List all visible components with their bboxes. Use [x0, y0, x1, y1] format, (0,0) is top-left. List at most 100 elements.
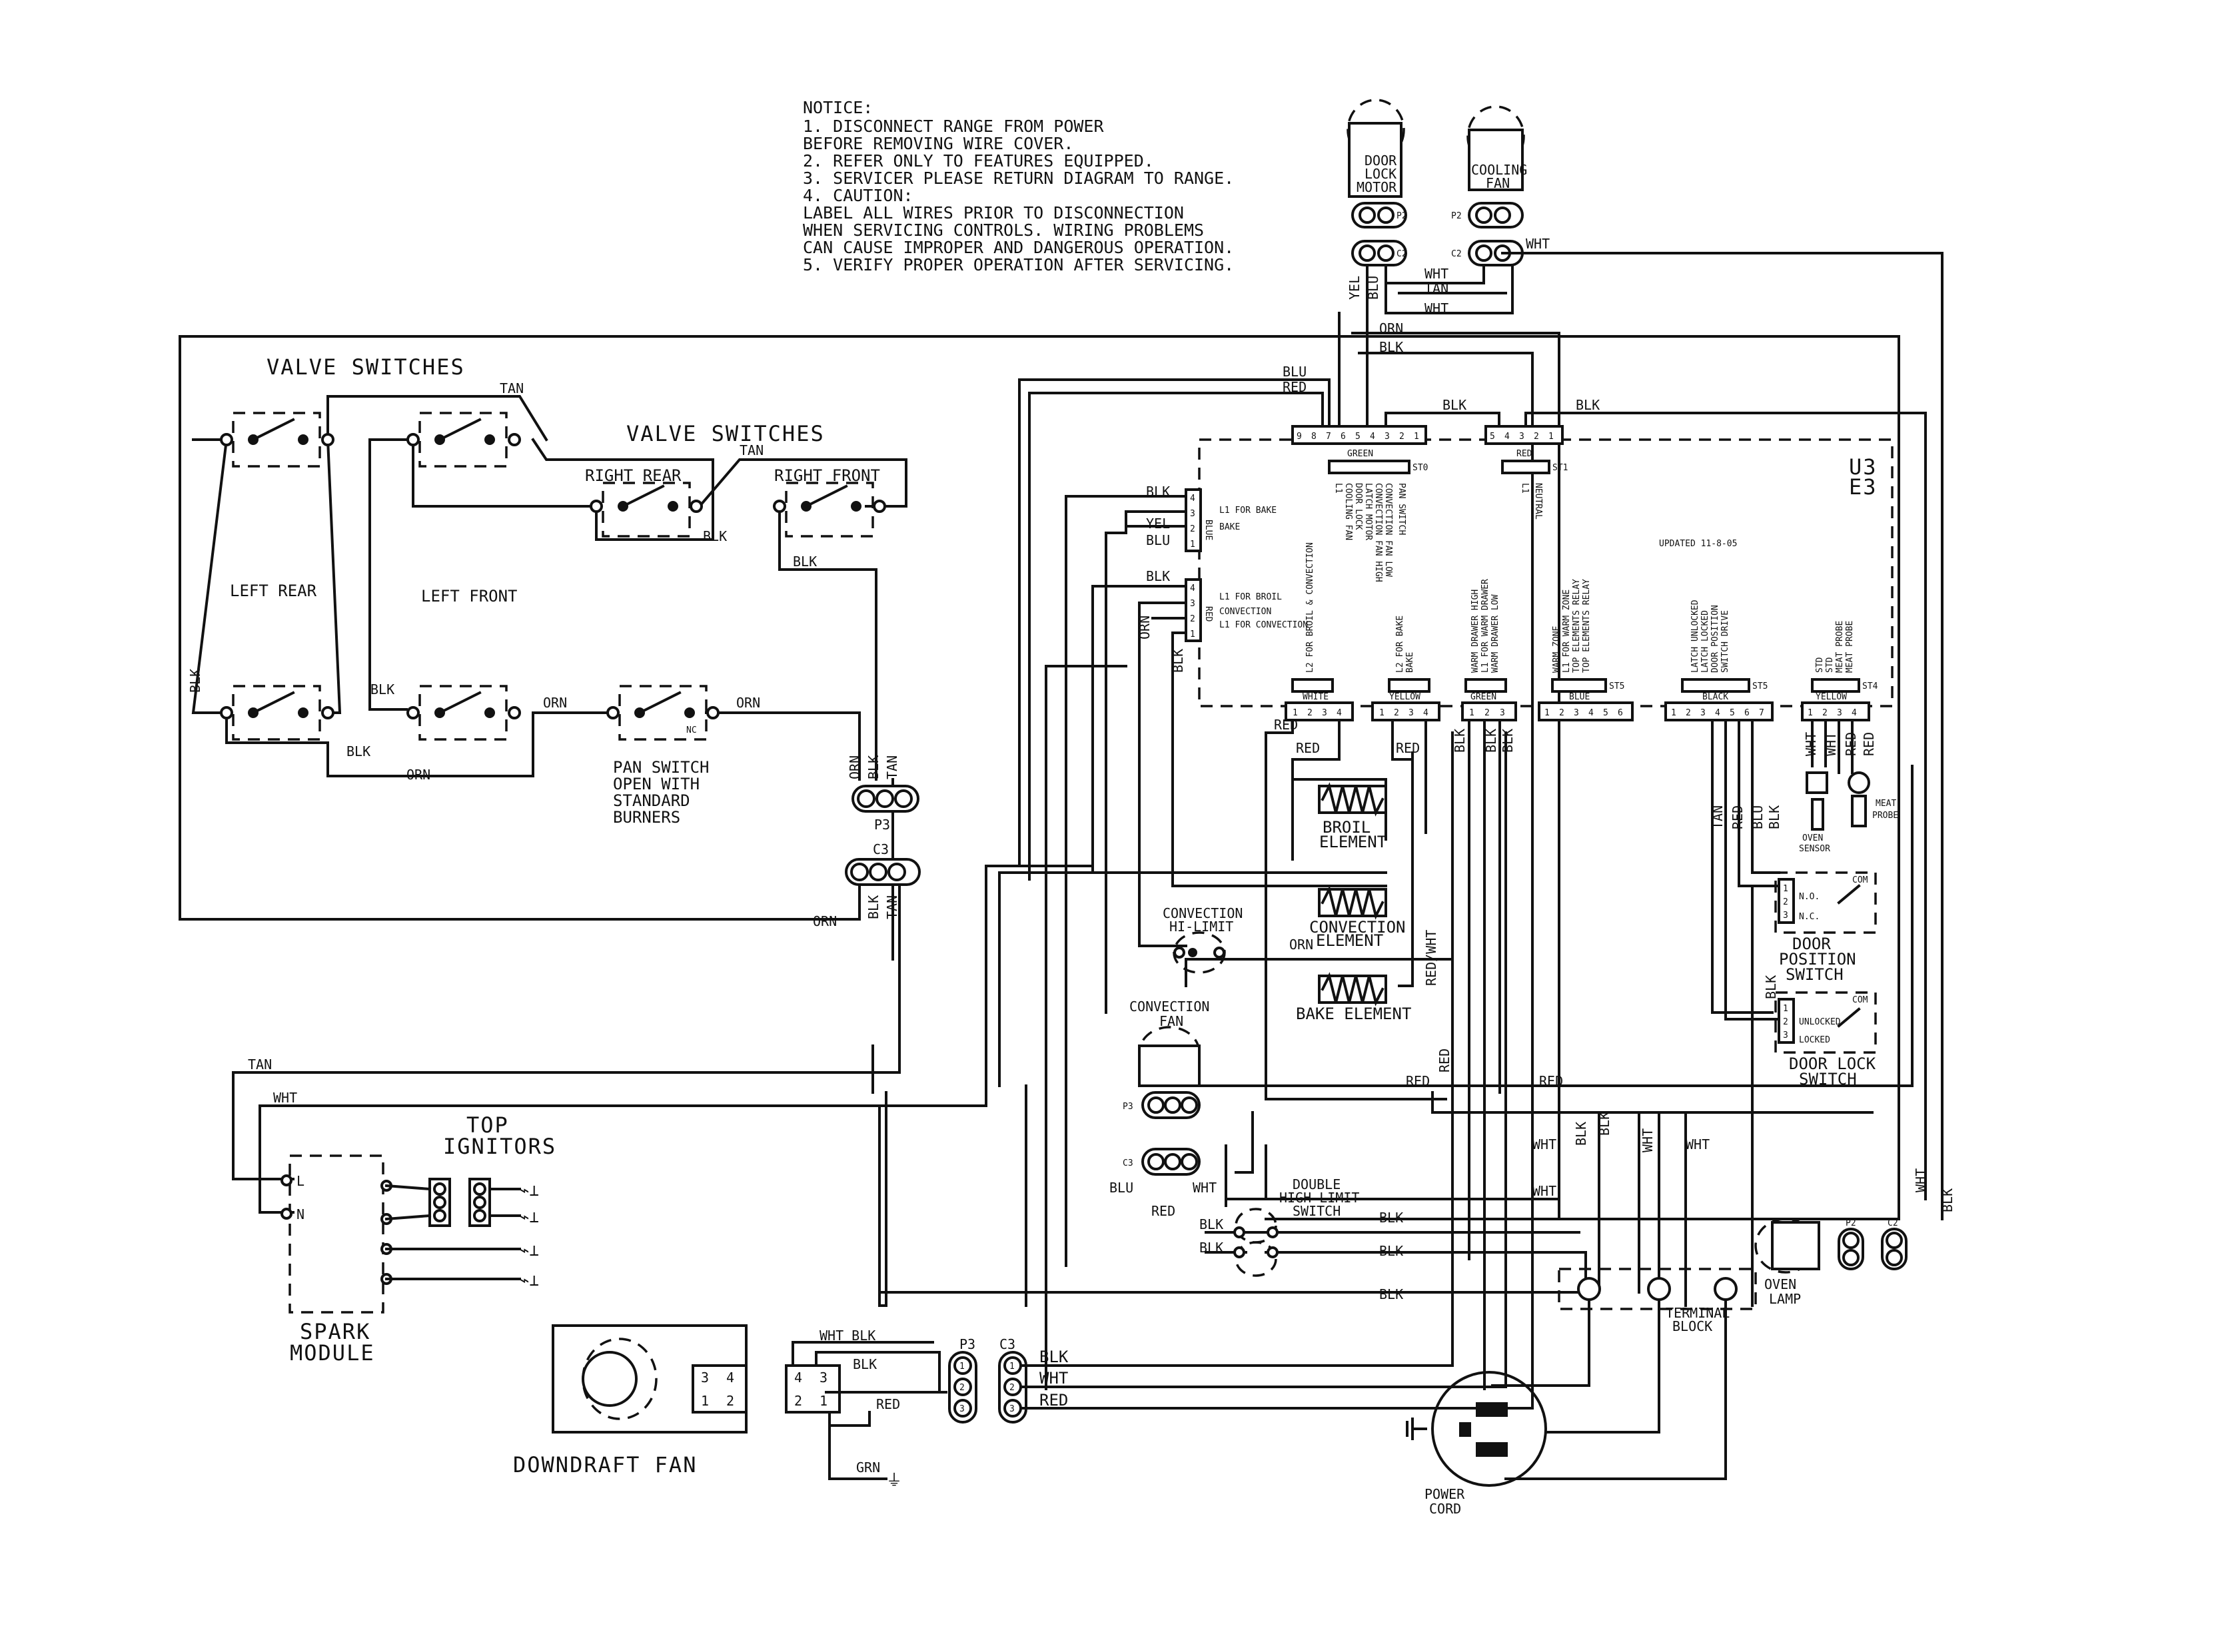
valve-switch-right-rear [590, 482, 703, 538]
pin-desc: LATCH MOTOR [1363, 483, 1373, 540]
left-front-label: LEFT FRONT [421, 587, 518, 606]
pan-switch-label: BURNERS [613, 808, 680, 827]
p3-plug-downdraft: P3 1 2 3 [948, 1336, 977, 1424]
door-lock-switch: 1 2 3 COM UNLOCKED LOCKED DOOR LOCK SWIT… [1774, 991, 1877, 1088]
green-label: GREEN [1470, 692, 1496, 702]
door-position-switch: 1 2 3 COM N.O. N.C. DOOR POSITION SWITCH [1774, 871, 1877, 984]
wire-label-wht: WHT [273, 1090, 297, 1106]
pin-desc: LOCKED [1799, 1035, 1830, 1045]
valve-switch-left-rear-top [220, 412, 334, 468]
pin: 2 [1484, 708, 1490, 718]
control-board-label: U3 [1849, 454, 1878, 480]
right-rear-label: RIGHT REAR [585, 466, 682, 485]
black-label: BLACK [1702, 692, 1728, 702]
connector-green-bottom: WARM DRAWER HIGH L1 FOR WARM DRAWER WARM… [1461, 579, 1517, 721]
pin: 1 [1009, 1362, 1015, 1372]
door-lock-motor-label: DOOR [1365, 153, 1397, 169]
convection-hi-limit: CONVECTION HI-LIMIT [1163, 905, 1243, 974]
wire-label-red: RED [1730, 805, 1746, 829]
st-label: ST5 [1752, 681, 1768, 691]
top-ignitors: TOP IGNITORS ⌁⊥ ⌁⊥ ⌁⊥ ⌁⊥ [384, 1112, 555, 1290]
wire-label-red: RED [1396, 740, 1420, 756]
blue-label: BLUE [1203, 520, 1213, 540]
spark-l-label: L [296, 1173, 304, 1189]
notice-block: NOTICE: 1. DISCONNECT RANGE FROM POWER B… [803, 98, 1234, 274]
pan-switch-label: OPEN WITH [613, 775, 700, 793]
pin-desc: MEAT PROBE [1835, 621, 1845, 673]
pin: 2 [726, 1393, 734, 1409]
downdraft-plug: 4 3 2 1 WHT BLK BLK RED GRN ⏚ [785, 1328, 947, 1489]
door-lock-motor-label: LOCK [1365, 166, 1396, 182]
pin: 2 [959, 1383, 965, 1393]
green-label: GREEN [1347, 449, 1373, 459]
wire-label-blk: BLK [1596, 1112, 1612, 1136]
pin-desc: L1 FOR WARM DRAWER [1480, 579, 1490, 673]
cooling-fan: COOLING FAN P2 C2 [1451, 105, 1527, 266]
pin: 2 [1009, 1383, 1015, 1393]
power-cord: POWER CORD [1406, 1298, 1727, 1517]
pin: 4 [1715, 708, 1720, 718]
pin-desc: BAKE [1219, 522, 1240, 532]
pin: 2 [1559, 708, 1564, 718]
wire-label-orn: ORN [1289, 937, 1313, 953]
pin: 1 [1379, 708, 1385, 718]
red-label: RED [1203, 606, 1213, 622]
pin: 3 [1700, 708, 1706, 718]
pin-desc: DOOR POSITION [1710, 605, 1720, 673]
wire-label-wht: WHT [1913, 1168, 1929, 1192]
wire-label-blu: BLU [1146, 532, 1170, 548]
pin-desc: N.O. [1799, 892, 1820, 902]
connector-white: L2 FOR BROIL & CONVECTION WHITE 1 2 3 4 [1285, 542, 1354, 721]
wire-label-tan: TAN [740, 442, 764, 458]
wire-label-blk: BLK [1573, 1122, 1589, 1146]
st-label: ST5 [1609, 681, 1624, 691]
bake-element-label: BAKE ELEMENT [1296, 1005, 1411, 1023]
wire-label-orn: ORN [1137, 616, 1153, 639]
wire-label-blk: BLK [1146, 484, 1170, 500]
wire-label-tan: TAN [1710, 805, 1726, 829]
wire-label-blu: BLU [1750, 805, 1766, 829]
power-cord-label: POWER [1424, 1486, 1465, 1502]
spark-gap-icon: ⌁⊥ [520, 1181, 539, 1200]
oven-sensor-label: OVEN [1802, 833, 1823, 843]
convection-element-label: CONVECTION [1309, 918, 1406, 937]
pin-desc: N.C. [1799, 912, 1820, 922]
notice-line: 3. SERVICER PLEASE RETURN DIAGRAM TO RAN… [803, 169, 1234, 188]
wire-label-blk: BLK [1940, 1188, 1955, 1212]
wire-label-blu: BLU [1109, 1180, 1133, 1196]
burner-wiring [179, 335, 1900, 1220]
wire-label-blk: BLK [1170, 649, 1186, 673]
oven-lamp-label: LAMP [1769, 1291, 1801, 1307]
pin: 1 [1783, 1004, 1788, 1014]
c2-label: C2 [1451, 249, 1462, 259]
pin: 2 [1783, 1017, 1788, 1027]
connector-yellow: L2 FOR BAKE BAKE YELLOW 1 2 3 4 [1371, 616, 1440, 721]
wire-label-wht: WHT [1640, 1128, 1656, 1152]
pin-desc: BAKE [1405, 652, 1415, 673]
downdraft-fan-label: DOWNDRAFT FAN [513, 1452, 697, 1477]
pin: 3 [1408, 708, 1414, 718]
convection-element-label: ELEMENT [1316, 931, 1383, 950]
spark-module: L N SPARK MODULE [280, 1154, 392, 1366]
pin: 2 [1399, 432, 1404, 442]
wire-label-tan: TAN [1424, 280, 1448, 296]
wire-label-yel: YEL [1347, 276, 1363, 300]
wire-label-red: RED [1151, 1203, 1175, 1219]
wire-label-wht: WHT [1686, 1136, 1710, 1152]
pin-desc: CONVECTION FAN LOW [1383, 483, 1393, 577]
pin: 5 [1490, 432, 1495, 442]
pin: 1 [1808, 708, 1813, 718]
pin: 8 [1311, 432, 1317, 442]
pin-desc: MEAT PROBE [1845, 621, 1855, 673]
pin: 4 [1588, 708, 1594, 718]
power-cord-label: CORD [1429, 1501, 1461, 1517]
wire-label-orn: ORN [813, 913, 837, 929]
wire-label-blk: BLK [865, 895, 881, 919]
pin: 3 [1783, 1031, 1788, 1040]
broil-element-label: ELEMENT [1319, 833, 1387, 851]
pin-desc: SWITCH DRIVE [1720, 610, 1730, 673]
wire-label-wht-blk: WHT BLK [820, 1328, 875, 1344]
pin-desc: NEUTRAL [1533, 483, 1543, 520]
yellow-label: YELLOW [1816, 692, 1847, 702]
